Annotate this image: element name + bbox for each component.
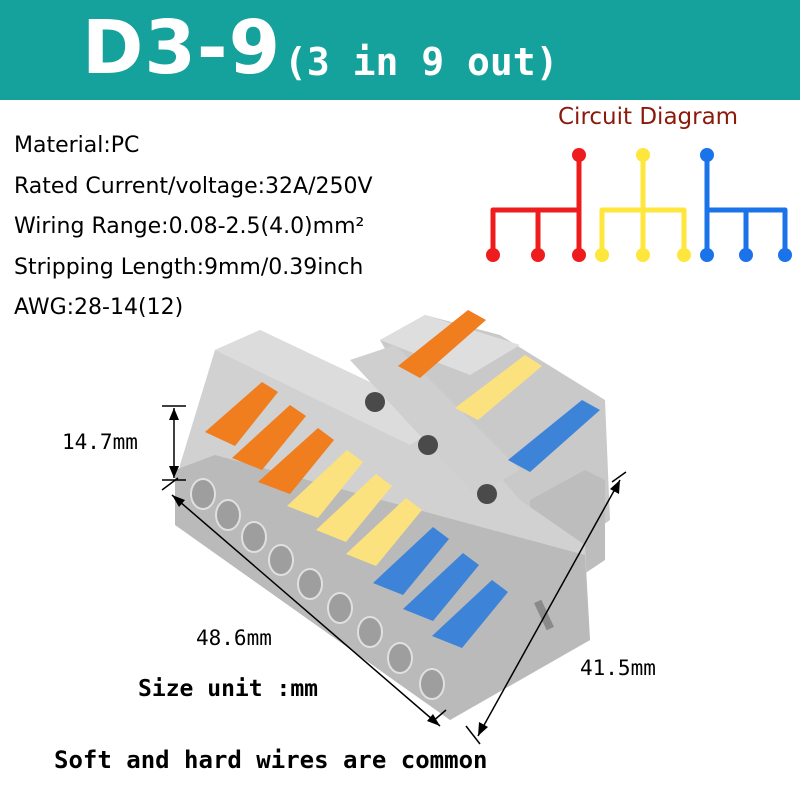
spec-wiring-range: Wiring Range:0.08-2.5(4.0)mm² xyxy=(14,214,365,239)
spec-material: Material:PC xyxy=(14,133,140,158)
dimension-lines xyxy=(161,405,627,745)
circuit-terminals xyxy=(486,148,792,262)
circuit-group-yellow xyxy=(599,152,687,258)
dimension-length: 48.6mm xyxy=(196,626,272,650)
output-levers xyxy=(205,382,508,648)
dimension-height: 14.7mm xyxy=(62,430,138,454)
input-levers xyxy=(398,310,600,472)
circuit-group-red xyxy=(490,152,582,258)
circuit-group-blue xyxy=(704,152,788,258)
spec-rated: Rated Current/voltage:32A/250V xyxy=(14,173,373,199)
spec-awg: AWG:28-14(12) xyxy=(14,295,184,320)
model-name: D3-9 xyxy=(82,5,282,91)
spec-list: Material:PC Rated Current/voltage:32A/25… xyxy=(14,126,373,329)
dimension-depth: 41.5mm xyxy=(580,656,656,680)
circuit-diagram-label: Circuit Diagram xyxy=(558,104,739,130)
wire-entry-holes xyxy=(190,478,445,700)
title-banner: D3-9 (3 in 9 out) xyxy=(0,0,800,100)
wire-compatibility-note: Soft and hard wires are common xyxy=(54,746,488,774)
size-unit-note: Size unit :mm xyxy=(138,676,319,702)
spec-stripping-length: Stripping Length:9mm/0.39inch xyxy=(14,254,364,280)
model-subtitle: (3 in 9 out) xyxy=(284,40,559,84)
circuit-diagram xyxy=(490,152,788,258)
